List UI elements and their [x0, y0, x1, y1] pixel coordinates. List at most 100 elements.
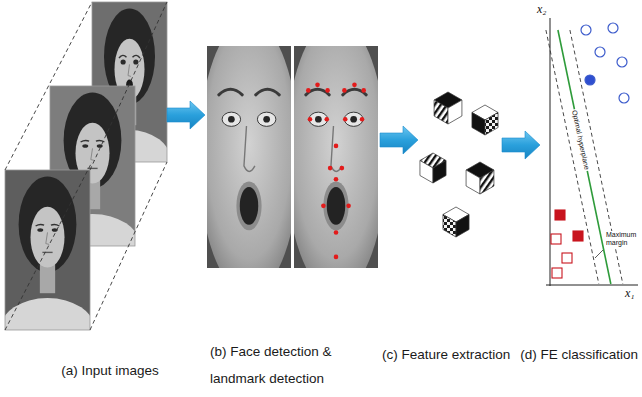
cube-face [456, 215, 469, 238]
landmark-dot [334, 177, 339, 182]
eyebrow [51, 225, 60, 226]
mouth [240, 187, 258, 225]
eyebrow [133, 55, 141, 58]
input-images [0, 2, 172, 362]
feature-cube [420, 153, 446, 183]
class-square [573, 231, 583, 241]
feature-cube [443, 207, 469, 237]
lips [236, 181, 261, 230]
flow-arrow [167, 101, 205, 129]
cube-face [485, 113, 498, 136]
hyperplane-line [558, 30, 611, 284]
margin-line [546, 30, 599, 284]
eyebrow [81, 141, 90, 142]
class-circle [617, 57, 627, 67]
margin-label: Maximum margin [605, 231, 640, 247]
cube-face [466, 170, 480, 194]
eyebrow [36, 225, 45, 226]
eye-white [222, 112, 240, 126]
eye [97, 144, 103, 148]
iris [263, 116, 270, 123]
nose [46, 232, 49, 244]
eye [37, 228, 43, 232]
axis-label: x₁ [625, 287, 635, 300]
eye [133, 59, 138, 64]
cube-face [434, 100, 448, 124]
iris [315, 116, 322, 123]
cube-face [420, 161, 433, 184]
landmark-dot [334, 230, 339, 235]
image-panel: (c) Feature extraction [418, 85, 502, 240]
stack-dashed-line [90, 162, 167, 330]
lips [323, 181, 348, 230]
panel-caption: (a) Input images [61, 358, 159, 384]
landmark-dot [315, 83, 320, 88]
class-square [562, 253, 572, 263]
face-photo [5, 170, 90, 330]
landmark-dot [340, 166, 345, 171]
class-circle [581, 25, 591, 35]
feature-cube [472, 105, 498, 135]
x-axis [546, 285, 638, 286]
class-circle [619, 93, 629, 103]
stack-dashed-line [5, 162, 92, 330]
mouth [327, 187, 345, 225]
class-circle [585, 75, 595, 85]
panel-caption: (c) Feature extraction [382, 342, 510, 368]
nose [331, 126, 342, 172]
y-axis [550, 18, 551, 286]
nose [91, 148, 94, 160]
landmark-dot [328, 166, 333, 171]
image-panel: (b) Face detection & landmark detection [205, 45, 380, 270]
eye-white [257, 112, 275, 126]
landmark-dot [343, 117, 348, 122]
iris [350, 116, 357, 123]
class-circle [595, 47, 605, 57]
face [31, 207, 65, 268]
landmark-dot [352, 83, 357, 88]
landmark-dot [342, 88, 347, 93]
iris [228, 116, 235, 123]
landmark-dot [308, 117, 313, 122]
cube-face [472, 113, 485, 136]
eye [82, 144, 88, 148]
cube-face [480, 170, 494, 194]
landmark-dot [306, 88, 311, 93]
photo-border [5, 170, 90, 330]
face [207, 46, 291, 268]
mouth [42, 252, 52, 253]
cube-face [443, 215, 456, 238]
feature-cube [434, 92, 462, 124]
leader-line [595, 250, 603, 258]
class-square [552, 268, 562, 278]
nose [128, 64, 131, 76]
panel-caption: (b) Face detection & landmark detection [210, 338, 339, 392]
feature-cubes [420, 92, 498, 237]
landmark-dot [334, 144, 339, 149]
class-circle [608, 23, 618, 33]
cube-face [448, 100, 462, 124]
shoulders [5, 298, 90, 330]
face-crop [207, 46, 291, 268]
landmark-dot [321, 204, 326, 209]
feature-cube [466, 162, 494, 194]
nose [244, 126, 255, 172]
class-square [555, 210, 565, 220]
landmark-dot [325, 88, 330, 93]
hyperplane-label: Optimal hyperplane [570, 109, 591, 172]
face [294, 46, 378, 268]
landmark-dot [346, 204, 351, 209]
stack-dashed-line [90, 2, 167, 170]
eyebrow [219, 89, 243, 95]
face-crops [199, 19, 387, 294]
flow-arrow [502, 131, 540, 159]
landmark-dot [334, 255, 339, 260]
class-square [551, 234, 561, 244]
image-panel: (d) FE classification [540, 8, 638, 290]
cube-face [433, 161, 446, 184]
